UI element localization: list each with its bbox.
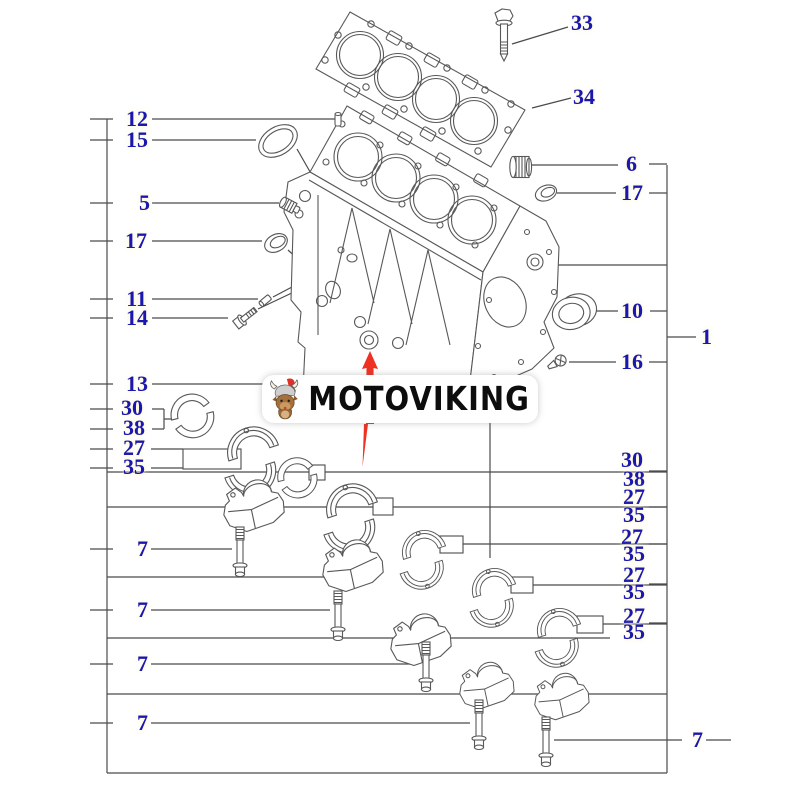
bearing-shell-pair-3-drawing: [399, 530, 447, 590]
head-bolt-33-drawing: [494, 8, 514, 63]
bearing-shell-pair-4-drawing: [469, 568, 517, 628]
viking-mascot-icon: [270, 378, 299, 420]
head-gasket-drawing: [315, 11, 526, 168]
callout-leader-lines: [90, 26, 731, 774]
plug-16-drawing: [547, 354, 567, 370]
cap-bolt-7-2-drawing: [330, 590, 346, 642]
cap-bolt-7-1-drawing: [232, 526, 248, 578]
cup-plug-17-left-drawing: [264, 233, 288, 253]
stud-12-drawing: [334, 111, 342, 127]
callout-flag-boxes: [182, 448, 604, 634]
plug-6-drawing: [509, 155, 533, 179]
cap-bolt-7-4-drawing: [471, 699, 487, 751]
watermark-text: MOTOVIKING: [308, 379, 530, 419]
bearing-cap-3-drawing: [390, 613, 452, 667]
thrust-washer-set-left-drawing: [170, 393, 215, 439]
plug-5-drawing: [278, 196, 301, 214]
stud-11-drawing: [258, 294, 272, 307]
bearing-cap-1-drawing: [223, 479, 285, 533]
cap-bolt-7-3-drawing: [418, 641, 434, 693]
bushing-10-drawing: [551, 293, 598, 331]
bearing-shell-pair-5-drawing: [534, 608, 582, 668]
bearing-cap-4-drawing: [459, 661, 515, 710]
engine-block-drawing: [283, 105, 560, 399]
cap-bolt-7-5-drawing: [538, 716, 554, 768]
thrust-washer-set-right-drawing: [277, 457, 318, 499]
cup-plug-17-right-drawing: [534, 184, 558, 202]
bearing-cap-5-drawing: [534, 672, 590, 721]
watermark-badge: MOTOVIKING: [262, 375, 538, 423]
bolt-14-drawing: [231, 306, 258, 330]
oval-cap-15-drawing: [258, 124, 298, 158]
bearing-cap-2-drawing: [322, 539, 384, 593]
